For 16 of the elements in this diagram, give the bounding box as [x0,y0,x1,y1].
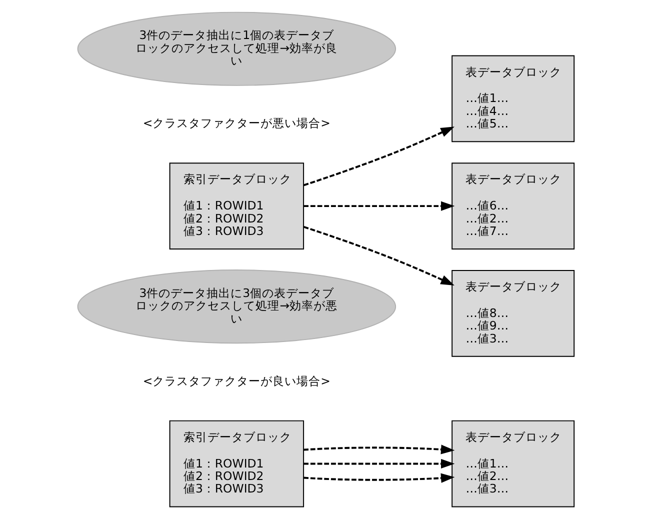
arrow [303,473,454,483]
arrow [303,201,454,211]
arrow [303,226,454,286]
node-box: 表データブロック …値6… …値2… …値7… [451,162,574,250]
label: <クラスタファクターが良い場合> [142,374,330,388]
arrow [303,458,454,469]
node-box: 索引データブロック 値1：ROWID1 値2：ROWID2 値3：ROWID3 [168,162,304,250]
node-box: 索引データブロック 値1：ROWID1 値2：ROWID2 値3：ROWID3 [168,420,304,508]
node-ellipse: 3件のデータ抽出に3個の表データブロックのアクセスして処理→効率が悪い [76,270,396,344]
arrow [303,126,454,186]
node-box: 表データブロック …値1… …値4… …値5… [451,55,574,142]
node-ellipse: 3件のデータ抽出に1個の表データブロックのアクセスして処理→効率が良い [76,12,396,86]
label: <クラスタファクターが悪い場合> [142,116,330,130]
arrow [303,444,454,454]
node-box: 表データブロック …値8… …値9… …値3… [451,270,574,357]
node-box: 表データブロック …値1… …値2… …値3… [451,420,574,508]
